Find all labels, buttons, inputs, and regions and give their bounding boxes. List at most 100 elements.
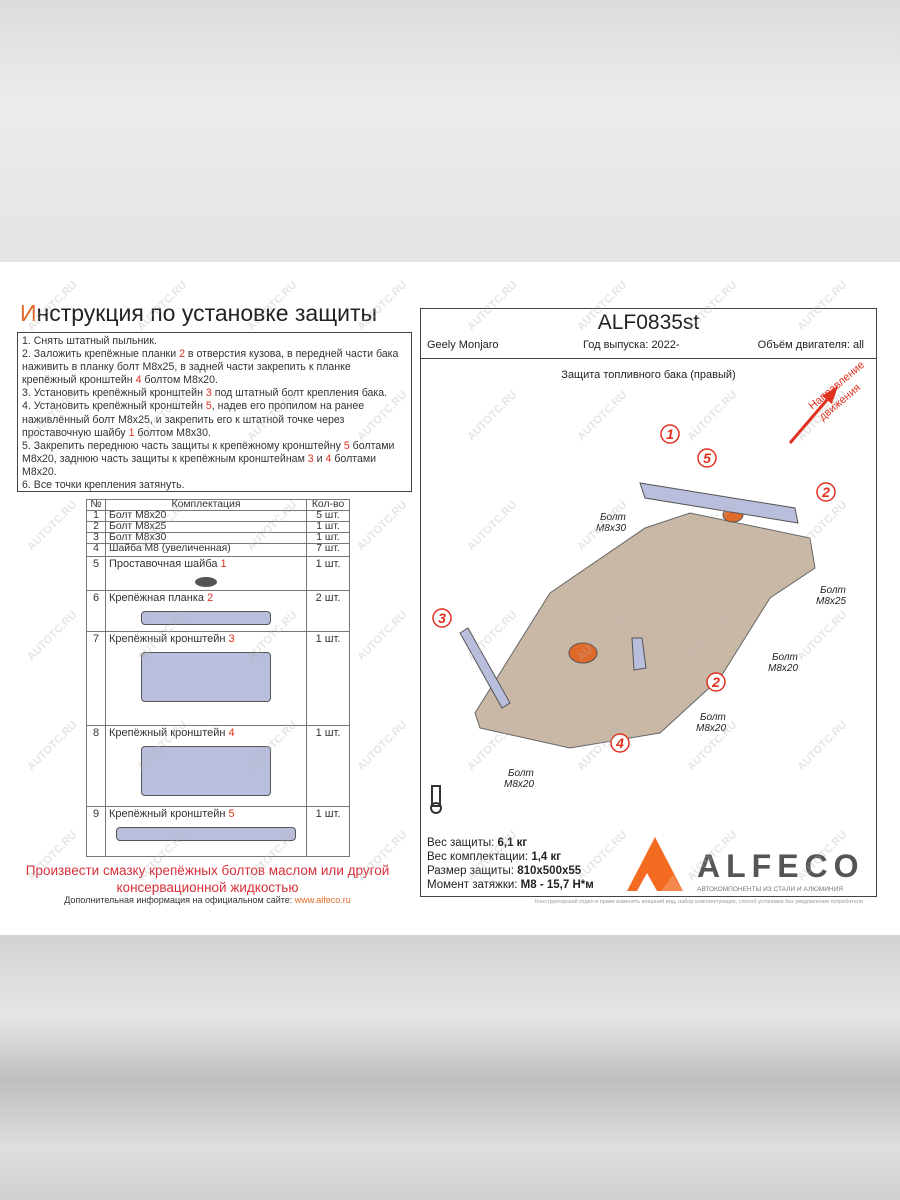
col-qty: Кол-во [306,499,350,511]
step-text: в отверстия кузова, в передней части бак… [22,348,399,387]
svg-text:2: 2 [821,484,830,500]
part-ref: 3 [205,387,212,400]
spec-label: Вес комплектации: [427,851,532,863]
part-ref: 2 [179,348,185,361]
row-qty: 7 шт. [306,543,350,557]
title-text: нструкция по установке защиты [36,300,378,326]
row-item: Крепёжная планка 2 [105,590,307,632]
year: Год выпуска: 2022- [583,339,680,351]
item-name: Проставочная шайба [109,558,221,570]
item-name: Шайба M8 (увеличенная) [109,543,231,554]
diagram-subtitle: Защита топливного бака (правый) [561,369,736,381]
spec-value: M8 - 15,7 Н*м [520,879,594,891]
part-ref: 1 [128,426,135,439]
svg-text:M8x25: M8x25 [816,596,846,607]
item-name: Крепёжный кронштейн [109,808,229,820]
bracket-4 [631,637,647,671]
plate-logo [568,642,598,664]
instruction-step: 6. Все точки крепления затянуть. [22,479,407,492]
svg-text:M8x20: M8x20 [696,723,726,734]
page-title: Инструкция по установке защиты [20,300,377,327]
callout-2: 2 [706,672,726,692]
part-ref: 3 [307,452,314,465]
callout-3: 3 [432,608,452,628]
part-illustration [141,652,271,702]
row-number: 4 [86,543,106,557]
svg-text:1: 1 [666,426,674,442]
spec-row: Размер защиты: 810x500x55 [427,864,594,878]
row-number: 8 [86,725,106,807]
item-ref: 3 [228,633,235,645]
svg-text:4: 4 [615,735,624,751]
row-qty: 1 шт. [306,631,350,726]
row-item: Проставочная шайба 1 [105,556,307,591]
callout-4: 4 [610,733,630,753]
step-text: , надев его пропилом на ранее наживлённы… [22,400,365,439]
step-text: 4. Установить крепёжный кронштейн [22,400,206,413]
svg-text:Болт: Болт [700,712,726,723]
instruction-step: 1. Снять штатный пыльник. [22,335,407,348]
logo-name: ALFECO [697,848,865,884]
part-illustration [195,577,217,587]
bracket-3 [459,627,511,709]
row-number: 5 [86,556,106,591]
row-number: 9 [86,806,106,857]
item-ref: 2 [207,592,214,604]
part-illustration [116,827,296,841]
item-name: Болт M8x20 [109,510,167,521]
part-ref: 5 [205,400,212,413]
step-text: 6. Все точки крепления затянуть. [22,479,185,492]
row-number: 7 [86,631,106,726]
item-ref: 1 [220,558,227,570]
svg-text:M8x30: M8x30 [596,523,626,534]
bracket-5 [639,482,799,524]
spec-row: Вес защиты: 6,1 кг [427,836,594,850]
blurred-background-top [0,0,900,262]
car-model: Geely Monjaro [427,339,499,351]
spec-value: 6,1 кг [497,837,528,849]
svg-text:2: 2 [711,674,720,690]
divider [421,358,876,359]
row-item: Болт M8x30 [105,532,307,544]
callout-5: 5 [697,448,717,468]
step-text: 2. Заложить крепёжные планки [22,348,180,361]
item-ref: 4 [228,727,235,739]
title-initial: И [20,300,37,326]
step-text: болтами M8x20. [22,452,377,478]
svg-text:Болт: Болт [600,512,626,523]
instruction-step: 2. Заложить крепёжные планки 2 в отверст… [22,348,407,387]
footnote: Конструкторский отдел в праве изменять в… [535,899,863,905]
part-ref: 4 [325,452,332,465]
row-item: Крепёжный кронштейн 3 [105,631,307,726]
logo-tagline: АВТОКОМПОНЕНТЫ ИЗ СТАЛИ И АЛЮМИНИЯ [697,886,843,893]
more-info: Дополнительная информация на официальном… [20,895,395,905]
site-link[interactable]: www.alfeco.ru [294,895,351,905]
spec-label: Размер защиты: [427,865,518,877]
row-qty: 5 шт. [306,510,350,522]
blurred-background-bottom [0,935,900,1200]
step-text: 5. Закрепить переднюю часть защиты к кре… [22,439,344,452]
spec-label: Вес защиты: [427,837,498,849]
item-ref: 5 [228,808,235,820]
svg-text:M8x20: M8x20 [504,779,534,790]
item-name: Болт M8x25 [109,521,167,532]
item-name: Крепёжный кронштейн [109,633,229,645]
instruction-step: 3. Установить крепёжный кронштейн 3 под … [22,387,407,400]
callout-2: 2 [816,482,836,502]
row-qty: 1 шт. [306,556,350,591]
instruction-step: 5. Закрепить переднюю часть защиты к кре… [22,440,407,479]
item-name: Крепёжная планка [109,592,208,604]
col-number: № [86,499,106,511]
row-qty: 2 шт. [306,590,350,632]
